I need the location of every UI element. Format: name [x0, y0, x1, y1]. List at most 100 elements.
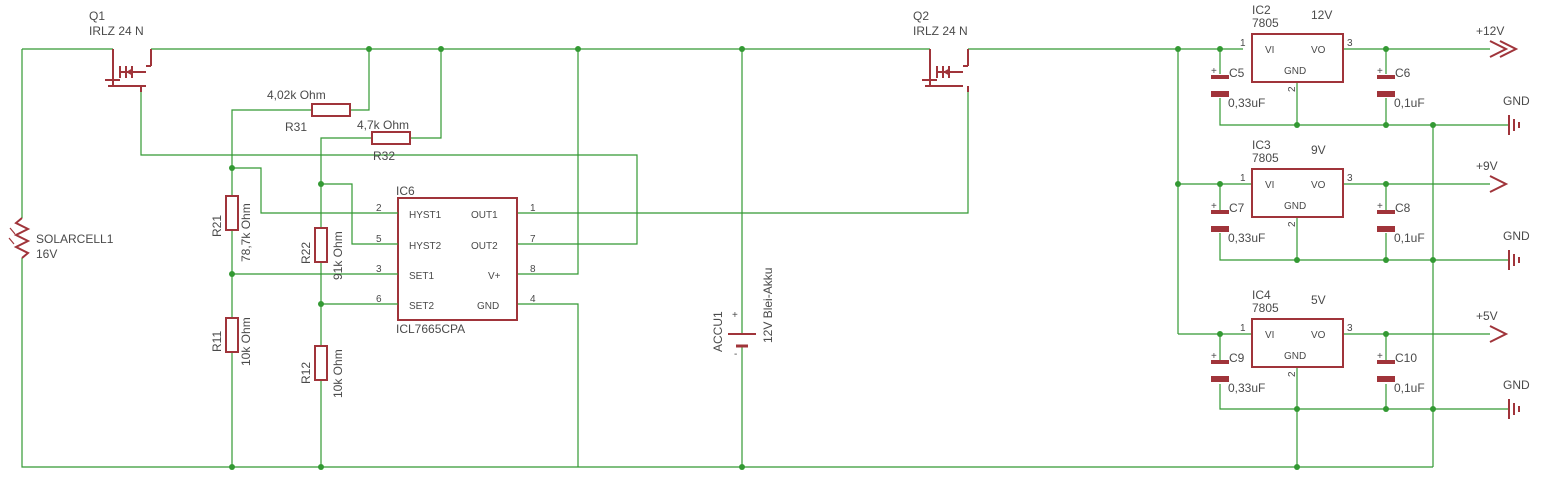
ic6-pin-out1: OUT1	[471, 210, 498, 221]
regulator-pin-gnd: GND	[1284, 66, 1306, 77]
regulator-ref: IC4	[1252, 288, 1271, 302]
r22-body	[314, 227, 328, 263]
ground-label: GND	[1503, 94, 1530, 108]
capacitor-ref: C9	[1229, 351, 1245, 365]
capacitor-plate-top	[1211, 360, 1229, 364]
resistor-r12[interactable]: R12 10k Ohm	[299, 345, 345, 398]
solarcell-value: 16V	[36, 247, 57, 261]
solarcell-ref: SOLARCELL1	[36, 232, 114, 246]
regulator-voltage-label: 9V	[1311, 143, 1326, 157]
regulator-pin-vo: VO	[1311, 180, 1326, 191]
ground-label: GND	[1503, 229, 1530, 243]
r31-value: 4,02k Ohm	[267, 88, 326, 102]
q1-value: IRLZ 24 N	[89, 24, 144, 38]
resistor-r31[interactable]: 4,02k Ohm R31	[267, 88, 351, 134]
r21-value: 78,7k Ohm	[239, 203, 253, 262]
capacitor-value: 0,1uF	[1394, 381, 1425, 395]
capacitor-c5[interactable]: +C50,33uF	[1211, 66, 1265, 110]
ground-symbol: GND	[1503, 229, 1530, 270]
r11-body	[225, 317, 239, 353]
resistor-r11[interactable]: R11 10k Ohm	[210, 317, 253, 366]
ic6-pin-set2: SET2	[409, 301, 434, 312]
regulator-pin-vo: VO	[1311, 330, 1326, 341]
mosfet-q1[interactable]: Q1 IRLZ 24 N	[89, 9, 152, 92]
ground-icon	[1508, 115, 1520, 135]
r32-body	[371, 131, 411, 145]
ic6-pin-set1: SET1	[409, 271, 434, 282]
ground-icon	[1508, 399, 1520, 419]
capacitor-value: 0,1uF	[1394, 231, 1425, 245]
ic6-pin-hyst2: HYST2	[409, 241, 442, 252]
capacitor-polarity-icon: +	[1211, 201, 1217, 212]
capacitor-polarity-icon: +	[1377, 66, 1383, 77]
wires	[21, 48, 1509, 468]
battery-accu1[interactable]: + - ACCU1 12V Blei-Akku	[711, 268, 775, 360]
r12-body	[314, 345, 328, 381]
accu-value: 12V Blei-Akku	[761, 268, 775, 343]
ic6-pinnum-4: 4	[530, 294, 536, 305]
r22-ref: R22	[299, 242, 313, 264]
capacitor-c8[interactable]: +C80,1uF	[1377, 201, 1425, 245]
capacitor-c9[interactable]: +C90,33uF	[1211, 351, 1265, 395]
regulator-pin-vi: VI	[1265, 330, 1274, 341]
ic6-pin-vplus: V+	[488, 271, 501, 282]
resistor-r32[interactable]: 4,7k Ohm R32	[357, 118, 411, 163]
capacitor-polarity-icon: +	[1211, 66, 1217, 77]
r22-value: 91k Ohm	[331, 231, 345, 280]
capacitor-plate-bottom	[1211, 91, 1229, 97]
regulator-pinnum-gnd: 2	[1287, 371, 1298, 377]
ground-icon	[1508, 250, 1520, 270]
regulator-voltage-label: 5V	[1311, 293, 1326, 307]
ground-symbol: GND	[1503, 94, 1530, 135]
capacitor-c7[interactable]: + C7 0,33uF	[1211, 201, 1265, 245]
battery-plus-sign: +	[732, 310, 738, 321]
ic6-pinnum-7: 7	[530, 234, 536, 245]
capacitor-c6[interactable]: +C60,1uF	[1377, 66, 1425, 110]
mosfet-q2[interactable]: Q2 IRLZ 24 N	[913, 9, 969, 92]
resistor-r22[interactable]: R22 91k Ohm	[299, 227, 345, 280]
ic6-voltage-detector[interactable]: IC6 ICL7665CPA HYST1 HYST2 SET1 SET2 OUT…	[376, 184, 536, 336]
regulator-body	[1251, 33, 1344, 83]
regulator-pinnum-in: 1	[1240, 38, 1246, 49]
regulator-pinnum-out: 3	[1347, 38, 1353, 49]
ic6-pinnum-6: 6	[376, 294, 382, 305]
capacitor-plate-top	[1211, 210, 1229, 214]
q2-ref: Q2	[913, 9, 929, 23]
regulator-pin-gnd: GND	[1284, 201, 1306, 212]
resistor-r21[interactable]: R21 78,7k Ohm	[210, 195, 253, 262]
capacitor-ref: C7	[1229, 201, 1245, 215]
ic6-ref: IC6	[396, 184, 415, 198]
capacitor-value: 0,33uF	[1228, 96, 1265, 110]
r21-body	[225, 195, 239, 231]
regulator-pin-vo: VO	[1311, 45, 1326, 56]
capacitor-polarity-icon: +	[1211, 351, 1217, 362]
q2-value: IRLZ 24 N	[913, 24, 968, 38]
ic6-pin-gnd: GND	[477, 301, 499, 312]
r21-ref: R21	[210, 215, 224, 237]
supply-symbol: +9V	[1476, 159, 1509, 193]
supply-symbol: +5V	[1476, 309, 1509, 343]
capacitor-value: 0,1uF	[1394, 96, 1425, 110]
regulator-ref: IC2	[1252, 3, 1271, 17]
r32-value: 4,7k Ohm	[357, 118, 409, 132]
capacitor-plate-bottom	[1211, 376, 1229, 382]
r32-ref: R32	[373, 149, 395, 163]
supply-arrow-icon	[1489, 40, 1519, 58]
capacitor-plate-top	[1377, 360, 1395, 364]
capacitor-value: 0,33uF	[1228, 231, 1265, 245]
regulator-value: 7805	[1252, 151, 1279, 165]
capacitor-plate-bottom	[1377, 376, 1395, 382]
ground-symbol: GND	[1503, 378, 1530, 419]
ic6-pinnum-2: 2	[376, 203, 382, 214]
regulator-value: 7805	[1252, 16, 1279, 30]
solarcell[interactable]: SOLARCELL1 16V	[8, 217, 114, 261]
regulator-body	[1251, 168, 1344, 218]
capacitor-plate-top	[1377, 75, 1395, 79]
supply-label: +12V	[1476, 24, 1504, 38]
regulator-pinnum-gnd: 2	[1287, 221, 1298, 227]
